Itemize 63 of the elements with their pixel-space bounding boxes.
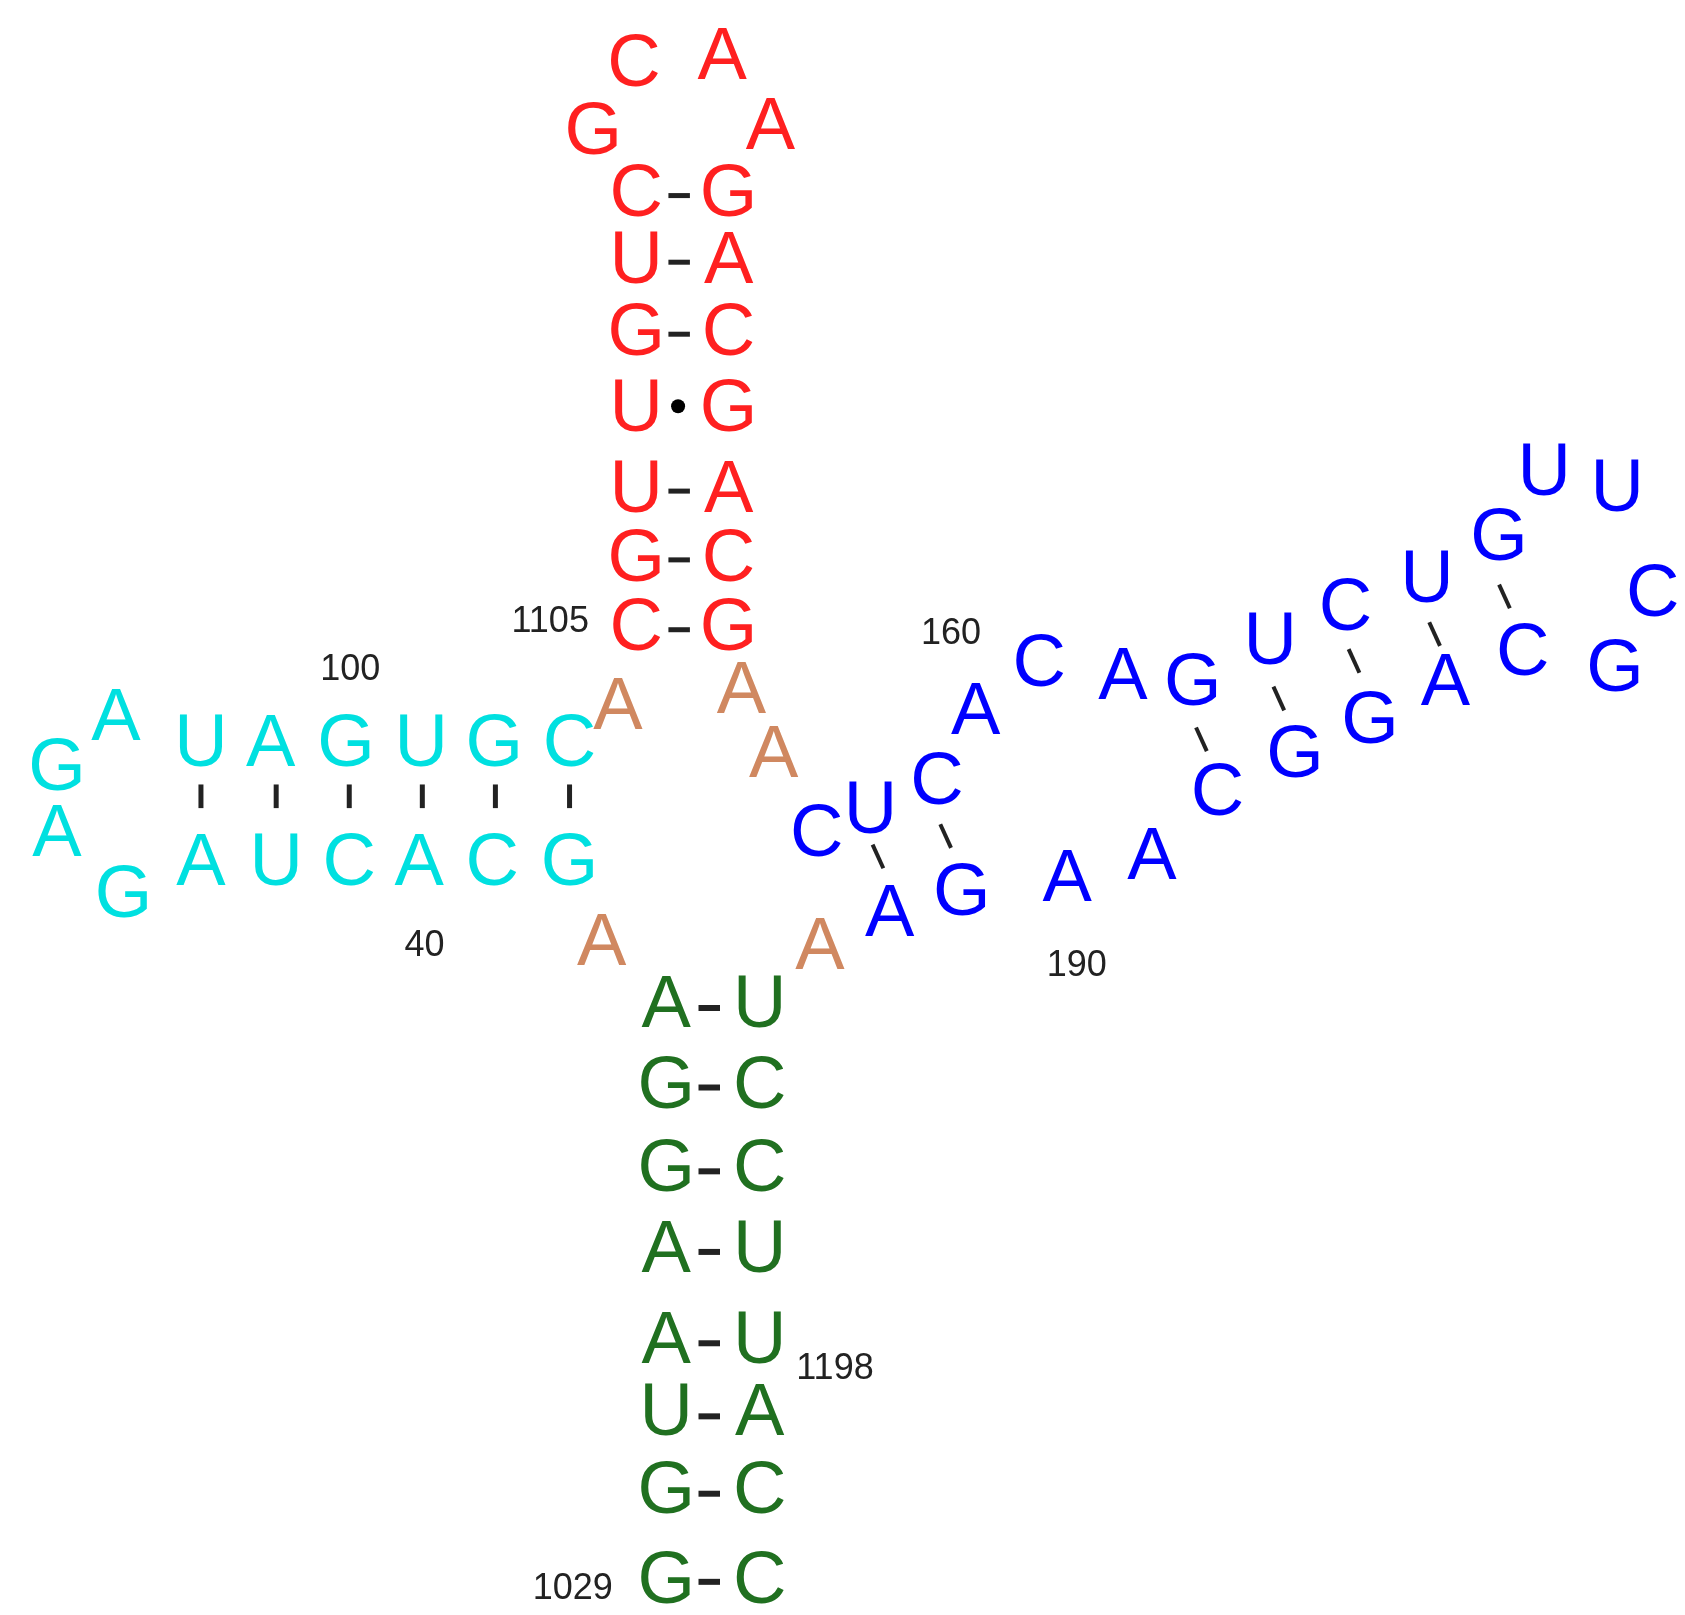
nucleotide-letter: U — [394, 704, 448, 779]
nucleotide-letter: C — [1496, 613, 1550, 688]
nucleotide-letter: G — [933, 852, 991, 927]
nucleotide-letter: G — [465, 704, 524, 779]
nucleotide-letter: G — [699, 369, 758, 444]
nucleotide-letter: G — [637, 1540, 696, 1615]
nucleotide-letter: C — [790, 793, 844, 868]
nucleotide-letter: C — [322, 822, 376, 897]
nucleotide-letter: A — [1098, 636, 1148, 711]
position-number: 1029 — [532, 1569, 613, 1606]
nucleotide-letter: U — [733, 1209, 787, 1284]
nucleotide-letter: U — [609, 369, 663, 444]
nucleotide-letter: C — [733, 1540, 787, 1615]
nucleotide-letter: G — [607, 292, 665, 367]
nucleotide-letter: A — [641, 964, 691, 1039]
nucleotide-letter: G — [1164, 643, 1222, 718]
nucleotide-letter: C — [1626, 554, 1680, 629]
nucleotide-letter: U — [1590, 448, 1644, 523]
nucleotide-letter: A — [795, 906, 845, 981]
nucleotide-letter: G — [637, 1128, 696, 1203]
nucleotide-letter: A — [865, 874, 915, 949]
nucleotide-letter: C — [733, 1046, 787, 1121]
nucleotide-letter: G — [1266, 715, 1324, 790]
position-number: 40 — [404, 925, 445, 962]
nucleotide-letter: U — [733, 964, 787, 1039]
nucleotide-letter: C — [465, 822, 519, 897]
nucleotide-letter: U — [733, 1300, 787, 1375]
nucleotide-letter: C — [733, 1451, 787, 1526]
nucleotide-letter: C — [701, 292, 756, 367]
nucleotide-letter: C — [1012, 623, 1066, 698]
nucleotide-letter: G — [637, 1046, 696, 1121]
nucleotide-letter: C — [1318, 568, 1373, 642]
nucleotide-letter: G — [637, 1451, 696, 1526]
nucleotide-letter: A — [577, 903, 627, 978]
nucleotide-letter: U — [1400, 540, 1454, 615]
position-number: 160 — [921, 613, 982, 650]
nucleotide-letter: A — [246, 704, 296, 779]
nucleotide-letter: U — [174, 704, 228, 779]
nucleotide-letter: A — [91, 677, 141, 752]
nucleotide-letter: G — [317, 704, 375, 779]
nucleotide-letter: A — [1420, 643, 1471, 718]
position-number: 1198 — [796, 1348, 874, 1385]
nucleotide-letter: U — [1243, 602, 1297, 677]
nucleotide-letter: G — [1586, 629, 1644, 704]
nucleotide-letter: A — [735, 1372, 785, 1447]
nucleotide-letter: A — [1042, 838, 1092, 913]
nucleotide-letter: C — [733, 1128, 787, 1203]
position-number: 1105 — [511, 602, 589, 639]
nucleotide-letter: A — [641, 1209, 691, 1284]
nucleotide-letter: U — [639, 1372, 693, 1447]
nucleotide-letter: U — [249, 822, 303, 897]
nucleotide-letter: G — [94, 854, 153, 929]
nucleotide-letter: G — [1341, 680, 1399, 755]
nucleotide-letter: A — [641, 1300, 691, 1375]
position-number: 190 — [1046, 945, 1107, 982]
position-number: 100 — [320, 650, 381, 687]
nucleotide-letter: G — [540, 822, 599, 897]
nucleotide-letter: A — [176, 822, 226, 897]
nucleotide-letter: A — [697, 16, 747, 91]
nucleotide-letter: A — [1127, 817, 1177, 892]
nucleotide-letter: C — [1190, 752, 1245, 827]
nucleotide-letter: U — [843, 771, 898, 846]
nucleotide-letter: A — [394, 822, 444, 897]
